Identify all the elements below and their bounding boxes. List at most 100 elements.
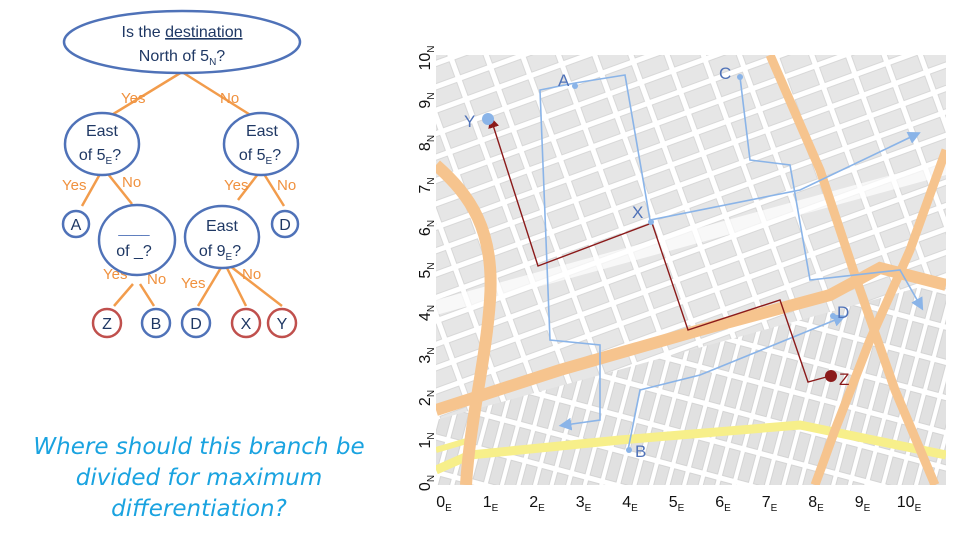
root-node: Is the destination North of 5N? [62, 9, 302, 75]
root-line1: Is the [122, 24, 166, 41]
svg-text:Is the destination: Is the destination [122, 24, 243, 41]
label-root-no: No [220, 90, 239, 107]
x-tick-9: 9E [855, 494, 871, 514]
svg-text:of 5E?: of 5E? [79, 147, 121, 167]
y-tick-9: 9N [417, 92, 437, 108]
leaf-d: D [270, 209, 300, 239]
x-tick-7: 7E [762, 494, 778, 514]
x-tick-10: 10E [897, 494, 922, 514]
point-c-label: C [719, 64, 731, 83]
point-x-label: X [632, 203, 643, 222]
svg-text:of 5E?: of 5E? [239, 147, 281, 167]
svg-text:of 9E?: of 9E? [199, 243, 241, 263]
node-east5-left: East of 5E? [63, 111, 141, 177]
node-blank: ____ of _? [97, 203, 177, 277]
point-c-dot [737, 74, 743, 80]
map-street-band [436, 160, 946, 315]
node-east9-sub: E [226, 252, 233, 263]
root-line1-underlined: destination [165, 24, 242, 41]
tree-edges [80, 70, 286, 307]
y-tick-5: 5N [417, 262, 437, 278]
edge-l-no [107, 173, 133, 205]
label-l-no: No [122, 174, 141, 191]
point-x-dot [648, 219, 654, 225]
point-b-dot [626, 447, 632, 453]
x-tick-2: 2E [529, 494, 545, 514]
node-east5-right-east: East [246, 123, 279, 140]
y-tick-7: 7N [417, 177, 437, 193]
x-tick-8: 8E [808, 494, 824, 514]
label-r-yes: Yes [224, 177, 248, 194]
orange-road-diagonal [765, 55, 940, 485]
node-east5-right-q: ? [272, 147, 281, 164]
label-l-yes: Yes [62, 177, 86, 194]
node-east5-right-sub: E [266, 156, 273, 167]
point-z-dot [825, 370, 837, 382]
leaf-x-label: X [241, 316, 252, 333]
node-east5-left-of: of 5 [79, 147, 106, 164]
node-east9-q: ? [232, 243, 241, 260]
leaf-d2-label: D [190, 316, 202, 333]
route-c [739, 76, 924, 311]
node-blank-of: of _? [116, 243, 152, 260]
route-z-to-y [488, 116, 831, 383]
node-east5-left-east: East [86, 123, 119, 140]
edge-east9-yes [196, 265, 224, 307]
y-tick-3: 3N [417, 347, 437, 363]
edge-r-yes [237, 173, 259, 201]
label-r-no: No [277, 177, 296, 194]
y-tick-0: 0N [417, 475, 437, 491]
leaf-y: Y [266, 307, 298, 339]
leaf-z-label: Z [102, 316, 112, 333]
node-blank-line: ____ [117, 220, 149, 236]
svg-text:North of 5N?: North of 5N? [139, 48, 226, 68]
route-a-south [539, 82, 601, 431]
x-tick-4: 4E [622, 494, 638, 514]
yellow-road [436, 420, 946, 475]
root-line2-suffix: ? [216, 48, 225, 65]
node-east5-right-of: of 5 [239, 147, 266, 164]
edge-east9-no [224, 265, 248, 307]
y-tick-10: 10N [417, 45, 437, 70]
discussion-question: Where should this branch be divided for … [33, 434, 365, 522]
node-east9-east: East [206, 218, 239, 235]
yellow-road-branch [436, 437, 471, 453]
point-y-label: Y [464, 112, 475, 131]
edge-east9-no-y [229, 265, 283, 307]
y-tick-1: 1N [417, 432, 437, 448]
node-east5-left-q: ? [112, 147, 121, 164]
orange-road-diagonal-2 [810, 148, 946, 485]
edge-root-yes [109, 70, 183, 118]
point-d-dot [830, 313, 836, 319]
map-points: A C Y X D Z B [464, 64, 849, 461]
x-tick-5: 5E [669, 494, 685, 514]
route-b [627, 314, 846, 451]
decision-tree: Yes No Yes No Yes No Yes No Yes No Is th… [61, 9, 302, 339]
point-y-dot [482, 113, 494, 125]
label-root-yes: Yes [121, 90, 145, 107]
label-east9-no: No [242, 266, 261, 283]
leaf-y-label: Y [277, 316, 288, 333]
leaf-x: X [230, 307, 262, 339]
edge-blank-no [138, 283, 156, 307]
node-east5-left-sub: E [106, 156, 113, 167]
edge-r-no [262, 173, 286, 207]
leaf-d-label: D [279, 217, 291, 234]
map-lower-blocks [436, 280, 946, 485]
y-tick-2: 2N [417, 390, 437, 406]
point-z-label: Z [839, 370, 849, 389]
x-tick-0: 0E [436, 494, 452, 514]
point-d-label: D [837, 303, 849, 322]
node-east9-of: of 9 [199, 243, 226, 260]
label-east9-yes: Yes [181, 275, 205, 292]
root-line2: North of 5 [139, 48, 209, 65]
edge-blank-yes [113, 283, 134, 307]
y-tick-8: 8N [417, 135, 437, 151]
leaf-a: A [61, 209, 91, 239]
root-line2-sub: N [209, 57, 216, 68]
node-east5-right: East of 5E? [222, 111, 300, 177]
x-tick-1: 1E [483, 494, 499, 514]
